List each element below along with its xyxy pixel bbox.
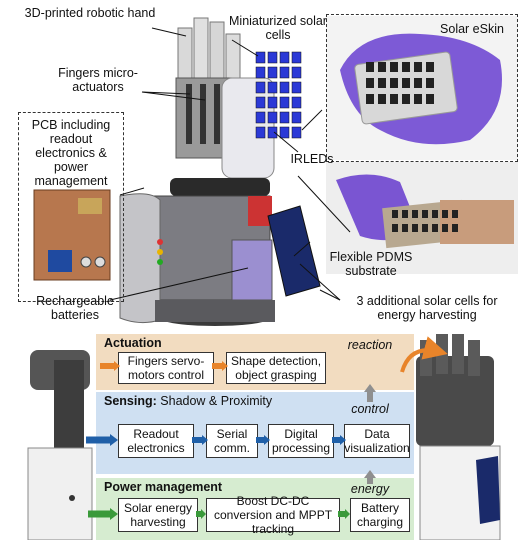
box-servo-control: Fingers servo-motors control <box>118 352 214 384</box>
pcb-photo <box>33 189 111 281</box>
box-solar-harvesting: Solar energy harvesting <box>118 498 198 532</box>
label-irleds: IRLEDs <box>290 152 334 166</box>
label-batteries: Rechargeable batteries <box>36 294 114 322</box>
right-robot-hand <box>416 334 501 540</box>
sensing-band: Sensing: Shadow & Proximity Readout elec… <box>96 392 414 474</box>
left-robot-hand <box>27 350 93 540</box>
palm-cover <box>221 77 275 179</box>
label-pcb: PCB including readout electronics & powe… <box>31 118 111 188</box>
label-extra-cells: 3 additional solar cells for energy harv… <box>356 294 498 322</box>
actuation-title: Actuation <box>104 336 162 350</box>
pcb-frame <box>18 112 124 302</box>
miniaturized-solar-cells-graphic <box>255 51 302 139</box>
power-band: Power management Solar energy harvesting… <box>96 478 414 540</box>
flow-control: control <box>351 402 389 416</box>
robotic-wrist-body <box>119 178 321 326</box>
box-readout: Readout electronics <box>118 424 194 458</box>
box-boost-dcdc: Boost DC-DC conversion and MPPT tracking <box>206 494 340 536</box>
actuation-band: Actuation Fingers servo-motors control S… <box>96 334 414 390</box>
sensing-title-main: Sensing: <box>104 394 157 408</box>
power-title: Power management <box>104 480 223 494</box>
flow-reaction: reaction <box>347 338 393 352</box>
box-serial: Serial comm. <box>206 424 258 458</box>
box-battery-charging: Battery charging <box>350 498 410 532</box>
sensing-subtitle: Shadow & Proximity <box>160 394 273 408</box>
eskin-photo-frame <box>326 14 518 162</box>
leader-lines <box>109 27 351 301</box>
label-solar-eskin: Solar eSkin <box>440 22 504 36</box>
eskin-wrist-photo <box>326 162 518 274</box>
label-fingers-actuators: Fingers micro-actuators <box>58 66 138 94</box>
solar-eskin-photo <box>326 16 518 160</box>
box-shape-detection: Shape detection, object grasping <box>226 352 326 384</box>
label-pdms: Flexible PDMS substrate <box>329 250 413 278</box>
label-robotic-hand: 3D-printed robotic hand <box>24 6 156 20</box>
flow-energy: energy <box>350 482 390 496</box>
label-solar-cells: Miniaturized solar cells <box>229 14 327 42</box>
box-digital: Digital processing <box>268 424 334 458</box>
box-visualization: Data visualization <box>344 424 410 458</box>
sensing-title: Sensing: Shadow & Proximity <box>104 394 272 408</box>
